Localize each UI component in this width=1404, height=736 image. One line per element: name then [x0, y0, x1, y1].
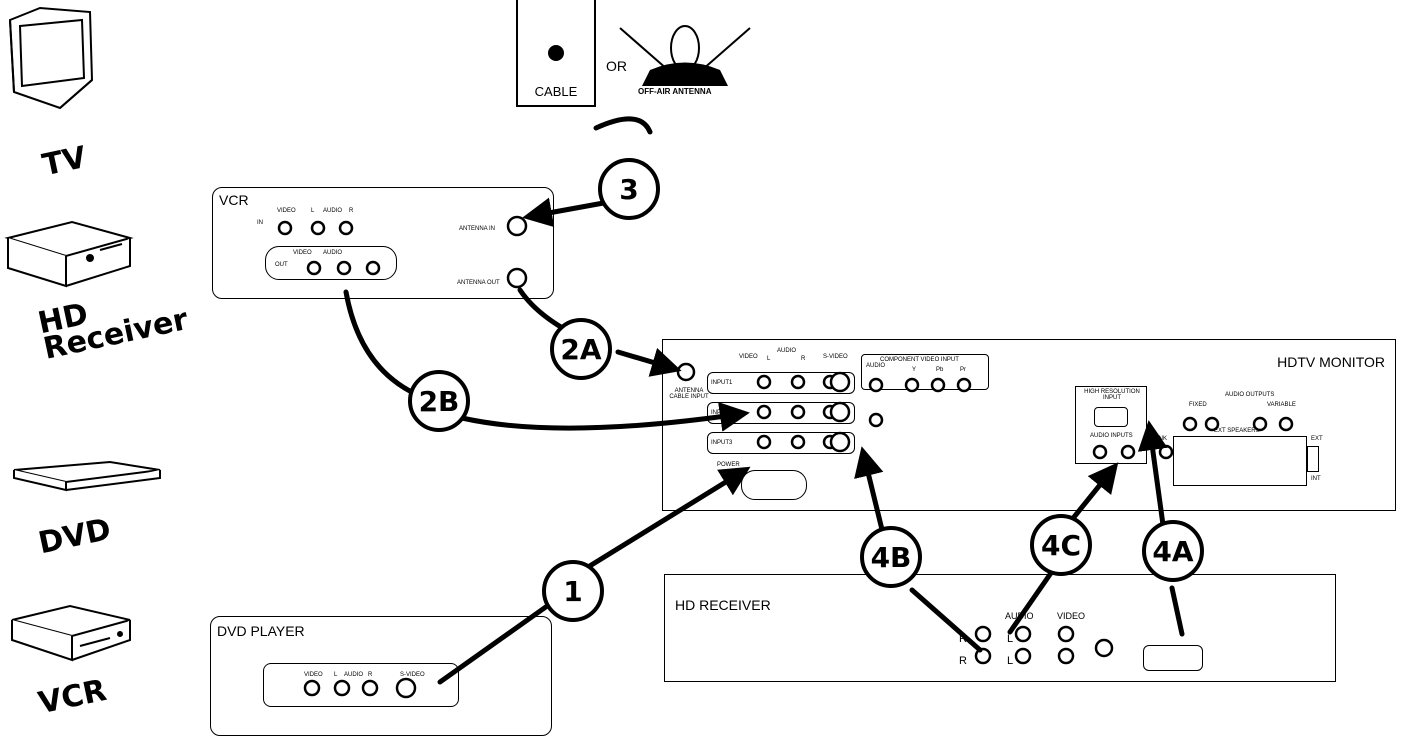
- dvd-audio-r-label: R: [368, 672, 373, 678]
- int-ext-switch: [1307, 446, 1319, 472]
- hdtv-audio-r-label: R: [801, 356, 806, 362]
- dvd-output-group: VIDEO L AUDIO R S-VIDEO: [263, 663, 459, 707]
- component-video-label: COMPONENT VIDEO INPUT: [880, 357, 959, 363]
- hdtv-audio-l-label: L: [767, 356, 771, 362]
- hd-receiver-l1-label: L: [1007, 633, 1014, 645]
- hd-receiver-vga-port-icon: [1143, 645, 1203, 671]
- ext-speakers-label: EXT SPEAKERS: [1214, 428, 1260, 434]
- ext-speakers-group: EXT SPEAKERS: [1173, 428, 1307, 486]
- vcr-in-video-label: VIDEO: [277, 208, 296, 214]
- vga-port-icon: [1094, 407, 1128, 427]
- step-4a-badge: 4A: [1142, 520, 1204, 582]
- dvd-svideo-label: S-VIDEO: [400, 672, 425, 678]
- step-4c-badge: 4C: [1030, 514, 1092, 576]
- step-3-badge: 3: [598, 158, 660, 220]
- ext-switch-label: EXT: [1311, 436, 1323, 442]
- vcr-in-label: IN: [257, 220, 263, 226]
- input3-group: INPUT3: [707, 432, 855, 454]
- component-y-label: Y: [912, 367, 917, 373]
- step-2b-badge: 2B: [408, 370, 470, 432]
- dvd-video-label: VIDEO: [304, 672, 323, 678]
- audio-inputs-label: AUDIO INPUTS: [1090, 433, 1133, 439]
- cable-feed: [593, 116, 653, 135]
- audio-outputs-label: AUDIO OUTPUTS: [1225, 392, 1275, 398]
- hd-receiver-icon: [4, 220, 134, 288]
- input1-group: INPUT1: [707, 372, 855, 394]
- fixed-label: FIXED: [1189, 402, 1207, 408]
- dvd-icon: [13, 460, 161, 492]
- antenna-label: OFF-AIR ANTENNA: [638, 87, 712, 96]
- cable-2a-end: [615, 347, 682, 377]
- vcr-panel-title: VCR: [219, 192, 249, 208]
- vcr-antenna-out-label: ANTENNA OUT: [457, 280, 500, 286]
- tv-icon: [8, 6, 94, 110]
- int-switch-label: INT: [1311, 476, 1321, 482]
- antenna-icon: [619, 25, 751, 86]
- step-1-badge: 1: [542, 560, 604, 622]
- input1-label: INPUT1: [711, 380, 733, 386]
- dvd-audio-label: AUDIO: [344, 672, 364, 678]
- cable-2b-end: [459, 402, 750, 432]
- power-label: POWER: [717, 462, 740, 468]
- hd-receiver-r2-label: R: [959, 655, 967, 667]
- cable-1-end: [577, 466, 751, 575]
- vcr-in-audio-label: AUDIO: [323, 208, 343, 214]
- vcr-out-audio-label: AUDIO: [323, 250, 343, 256]
- antenna-cable-input-label: ANTENNA CABLE INPUT: [669, 388, 709, 400]
- jacks: [277, 215, 1294, 699]
- cable-label: CABLE: [534, 84, 578, 99]
- component-audio-label: AUDIO: [866, 363, 886, 369]
- cable-4a-end: [1137, 420, 1168, 535]
- component-pb-label: Pb: [936, 367, 944, 373]
- vcr-out-group: [265, 246, 397, 280]
- step-2a-badge: 2A: [550, 318, 612, 380]
- hd-receiver-video-label: VIDEO: [1057, 611, 1086, 621]
- cable-4a-start: [1169, 585, 1185, 637]
- cable-4c-end: [1067, 462, 1119, 525]
- device-icons: [4, 6, 161, 662]
- vcr-panel: VCR IN VIDEO L AUDIO R OUT VIDEO AUDIO A…: [212, 187, 554, 299]
- vcr-out-video-label: VIDEO: [293, 250, 312, 256]
- vcr-antenna-in-label: ANTENNA IN: [459, 226, 496, 232]
- hd-receiver-l2-label: L: [1007, 655, 1014, 667]
- step-4b-badge: 4B: [860, 526, 922, 588]
- cable-1-start: [437, 601, 553, 685]
- input3-label: INPUT3: [711, 440, 733, 446]
- hd-receiver-panel-title: HD RECEIVER: [675, 597, 771, 613]
- dvd-audio-l-label: L: [334, 672, 338, 678]
- component-pr-label: Pr: [960, 367, 966, 373]
- variable-label: VARIABLE: [1267, 402, 1296, 408]
- hdtv-audio-label: AUDIO: [777, 348, 797, 354]
- cable-jack-icon: [548, 45, 564, 61]
- cables: [343, 116, 1185, 685]
- hdtv-panel-title: HDTV MONITOR: [1277, 354, 1385, 370]
- cable-wall-plate: CABLE: [516, 0, 596, 107]
- vcr-in-audio-r-label: R: [349, 208, 354, 214]
- vcr-in-audio-l-label: L: [311, 208, 315, 214]
- or-label: OR: [606, 58, 627, 74]
- vcr-out-label: OUT: [275, 262, 288, 268]
- cable-2b-start: [343, 289, 423, 399]
- hd-receiver-r1-label: R: [959, 633, 967, 645]
- high-res-input-label: HIGH RESOLUTION INPUT: [1084, 389, 1140, 401]
- hdtv-video-label: VIDEO: [739, 354, 758, 360]
- vcr-icon: [11, 604, 131, 662]
- component-video-group: COMPONENT VIDEO INPUT AUDIO Y Pb Pr: [861, 354, 989, 390]
- dvd-panel-title: DVD PLAYER: [217, 623, 305, 639]
- cable-4b-start: [909, 587, 983, 653]
- hdtv-svideo-label: S-VIDEO: [823, 354, 848, 360]
